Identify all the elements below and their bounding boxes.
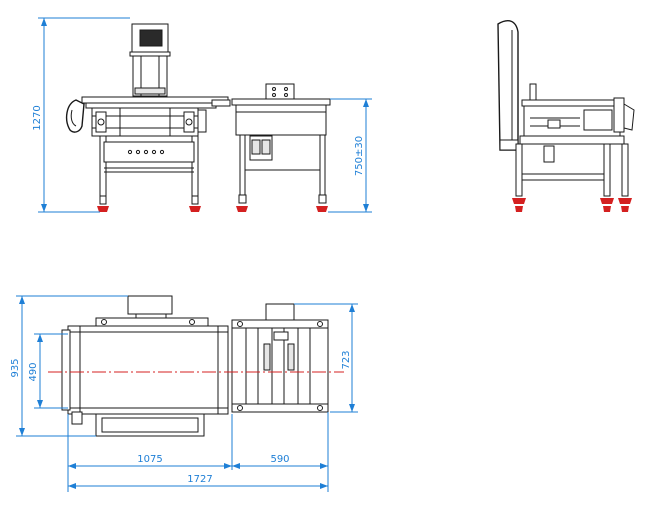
dimension-plan-table-width: 723 (294, 303, 358, 413)
front-display-head (129, 23, 171, 97)
dimension-plan-lengths: 1075 590 (67, 412, 329, 492)
dimension-table-height: 750±30 (328, 98, 372, 213)
plan-view: 935 490 723 (10, 295, 358, 492)
front-view: 1270 750±30 (32, 17, 372, 213)
dimension-label-1727: 1727 (187, 474, 212, 485)
dimension-label-935: 935 (10, 358, 21, 377)
dimension-plan-total-width: 935 (10, 295, 128, 437)
dimension-label-723: 723 (341, 350, 352, 369)
dimension-plan-total-length: 1727 (68, 474, 328, 489)
dimension-front-height: 1270 (32, 17, 130, 213)
front-output-table (231, 83, 331, 212)
dimension-label-750: 750±30 (354, 136, 365, 176)
dimension-plan-belt-width: 490 (28, 333, 68, 409)
front-frame (97, 135, 201, 212)
dimension-label-1075: 1075 (137, 454, 162, 465)
dimension-label-1270: 1270 (32, 105, 43, 130)
front-conveyor-bed (81, 96, 231, 137)
front-infeed-roller (65, 99, 85, 133)
dimension-label-490: 490 (28, 362, 39, 381)
dimension-label-590: 590 (270, 454, 289, 465)
side-view (497, 20, 635, 212)
